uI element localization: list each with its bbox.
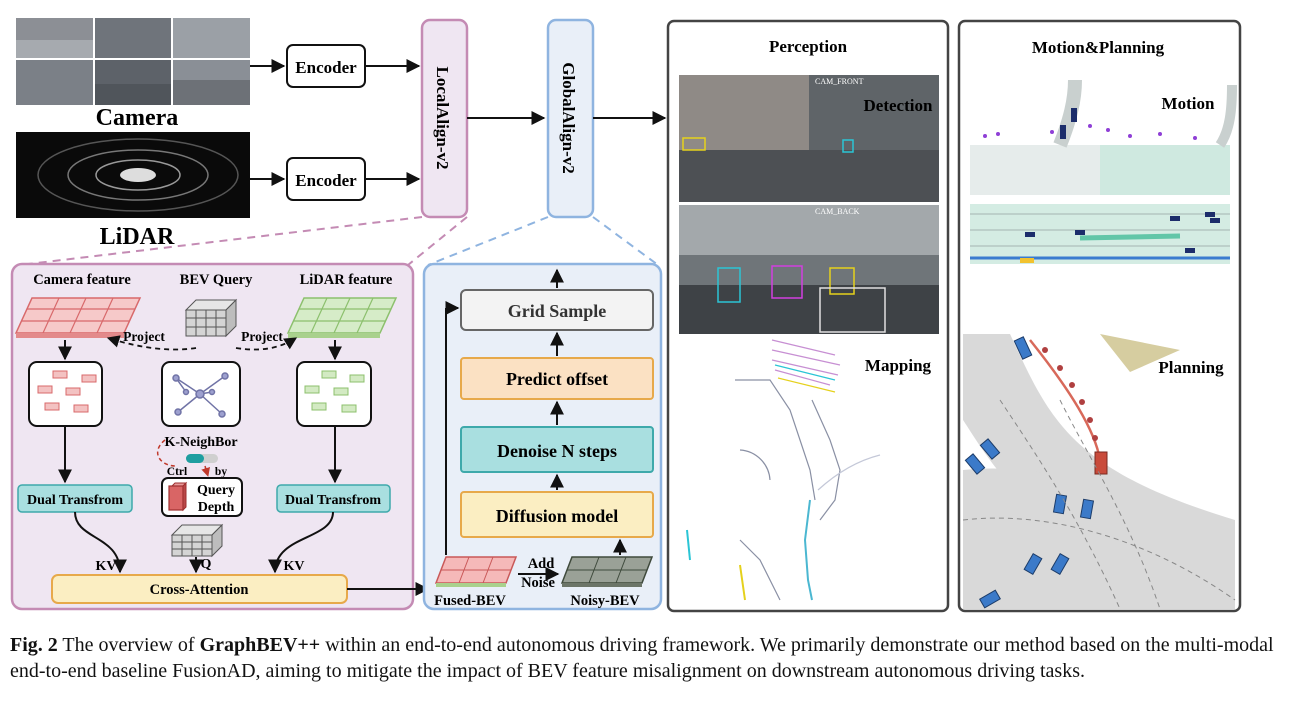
global-align-label: GlobalAlign-v2 (559, 62, 578, 173)
project-left-label: Project (123, 329, 165, 344)
camera-feature-grid (14, 297, 142, 338)
planning-view (962, 334, 1236, 610)
cam-back-image (679, 205, 939, 334)
noisy-bev-label: Noisy-BEV (570, 593, 640, 609)
mapping-view (686, 339, 881, 601)
lidar-label: LiDAR (100, 224, 175, 250)
lidar-feature-label: LiDAR feature (300, 272, 393, 288)
fused-bev-grid (434, 556, 518, 587)
predict-offset-box (460, 357, 654, 400)
project-right-label: Project (241, 329, 283, 344)
fused-bev-label: Fused-BEV (434, 593, 506, 609)
dual-transform-right-label: Dual Transfrom (285, 493, 381, 508)
by-label: by (215, 466, 227, 478)
denoise-label: Denoise N steps (497, 441, 617, 461)
lidar-feature-grid (286, 297, 398, 338)
grid-sample-box (460, 289, 654, 331)
detection-label: Detection (864, 96, 933, 115)
caption-pre: The overview of (62, 634, 195, 656)
cam-back-label: CAM_BACK (815, 207, 860, 216)
noise-label: Noise (521, 575, 555, 591)
denoise-box (460, 426, 654, 473)
lidar-image (16, 132, 250, 218)
mapping-label: Mapping (865, 356, 932, 375)
diffusion-model-label: Diffusion model (496, 506, 619, 526)
motion-label: Motion (1162, 94, 1215, 113)
motion-view-2 (970, 204, 1230, 264)
caption-label: Fig. 2 (10, 634, 58, 656)
motion-planning-title: Motion&Planning (1032, 38, 1165, 57)
local-align-panel (10, 262, 415, 611)
k-neighbor-label: K-NeighBor (164, 435, 237, 450)
depth-label: Depth (198, 500, 235, 515)
bev-query-label: BEV Query (180, 272, 253, 288)
kv-right-label: KV (284, 559, 305, 574)
query-cube (170, 523, 224, 558)
motion-view-1 (970, 79, 1237, 195)
ctrl-label: Ctrl (167, 466, 187, 478)
cross-attention-label: Cross-Attention (150, 582, 249, 598)
local-align-label: LocalAlign-v2 (433, 67, 452, 170)
cam-front-label: CAM_FRONT (815, 77, 864, 86)
planning-label: Planning (1158, 358, 1224, 377)
bev-query-cube (184, 298, 238, 338)
lidar-voxel-cells (304, 370, 365, 413)
q-label: Q (201, 557, 212, 572)
camera-label: Camera (96, 105, 179, 131)
diffusion-model-box (460, 491, 654, 538)
camera-feature-label: Camera feature (33, 272, 131, 288)
cam-front-image (679, 75, 939, 202)
kv-left-label: KV (96, 559, 117, 574)
camera-image-grid (16, 18, 250, 105)
caption-method-name: GraphBEV++ (199, 634, 321, 656)
camera-encoder-label: Encoder (295, 58, 357, 77)
camera-voxel-cells (37, 370, 97, 413)
predict-offset-label: Predict offset (506, 369, 608, 389)
figure-caption: Fig. 2 The overview of GraphBEV++ within… (10, 632, 1292, 684)
add-label: Add (528, 556, 555, 572)
lidar-encoder-label: Encoder (295, 171, 357, 190)
caption-post: within an end-to-end autonomous driving … (10, 634, 1274, 682)
depth-block-icon (168, 481, 188, 512)
dual-transform-left-label: Dual Transfrom (27, 493, 123, 508)
grid-sample-label: Grid Sample (508, 301, 607, 321)
perception-title: Perception (769, 37, 848, 56)
graph-network-icon (172, 372, 229, 418)
query-label: Query (197, 483, 235, 498)
noisy-bev-grid (560, 556, 654, 587)
